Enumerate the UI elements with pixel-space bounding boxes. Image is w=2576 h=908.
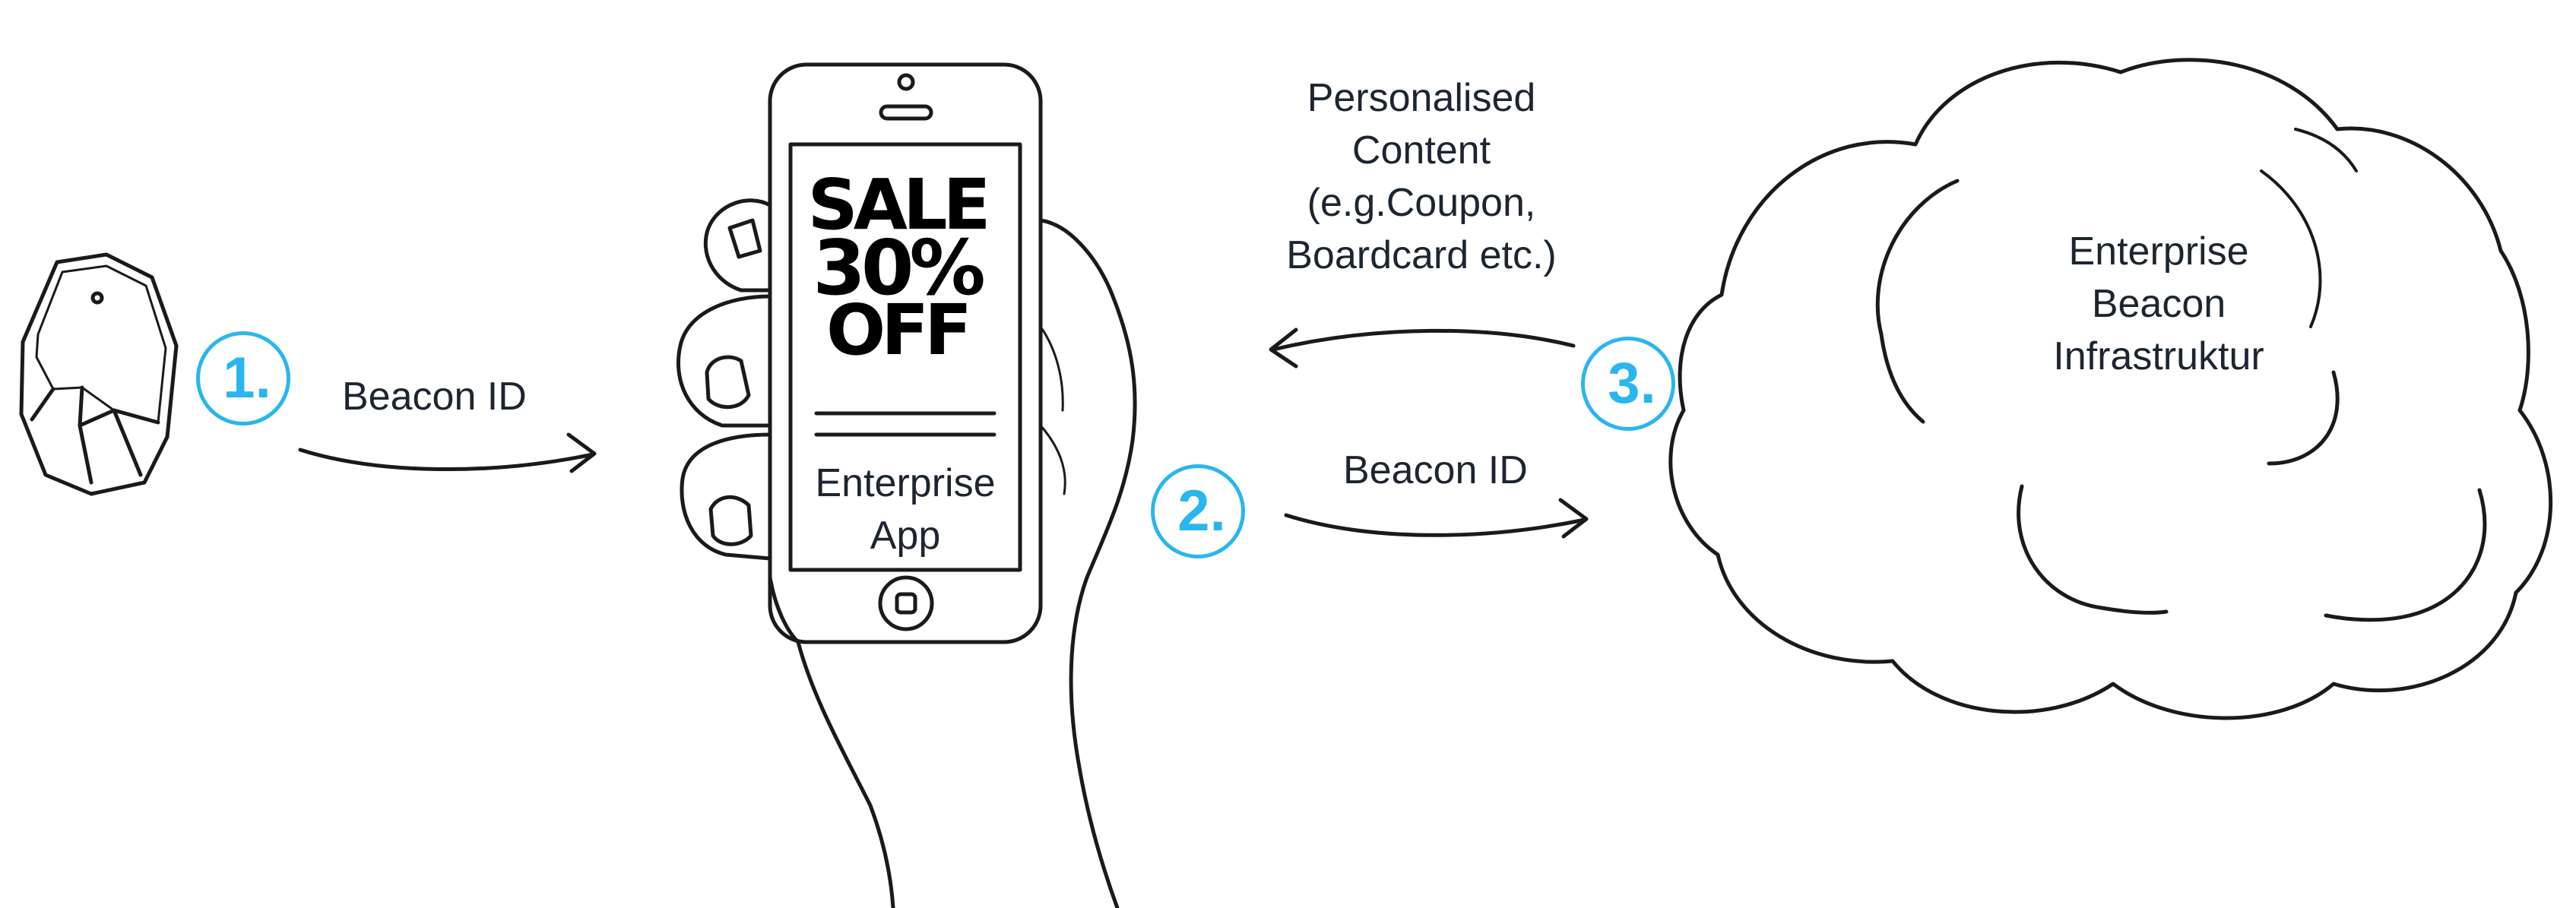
sale-text-line-1: SALE <box>807 164 991 245</box>
cloud-icon <box>1668 58 2553 720</box>
arrow-left-icon <box>1269 327 1576 369</box>
step-2-badge: 2. <box>1151 464 1245 558</box>
sale-text-line-3: OFF <box>826 289 972 371</box>
enterprise-beacon-infrastructure-label: Enterprise Beacon Infrastruktur <box>1969 226 2349 383</box>
beacon-id-label-1: Beacon ID <box>342 375 527 419</box>
personalised-content-label: Personalised Content (e.g.Coupon, Boardc… <box>1224 72 1619 282</box>
sale-text-line-2: 30% <box>813 223 985 312</box>
beacon-id-label-2: Beacon ID <box>1343 448 1528 492</box>
infrastructure-line-3: Infrastruktur <box>2053 334 2264 378</box>
arrow-right-icon <box>1284 498 1589 539</box>
infrastructure-line-1: Enterprise <box>2068 229 2249 274</box>
step-1-number: 1. <box>223 346 271 410</box>
hand-holding-phone-icon <box>676 62 1137 908</box>
personalised-content-line-4: Boardcard etc.) <box>1286 233 1557 277</box>
infrastructure-line-2: Beacon <box>2091 282 2226 326</box>
step-2-number: 2. <box>1177 479 1226 543</box>
step-3-number: 3. <box>1608 351 1656 416</box>
personalised-content-line-1: Personalised <box>1307 76 1536 120</box>
personalised-content-line-2: Content <box>1351 128 1491 172</box>
step-1-badge: 1. <box>196 331 290 426</box>
personalised-content-line-3: (e.g.Coupon, <box>1307 181 1536 225</box>
arrow-right-icon <box>298 432 597 473</box>
step-3-badge: 3. <box>1581 337 1675 431</box>
enterprise-app-line-1: Enterprise <box>815 461 996 505</box>
enterprise-app-line-2: App <box>870 514 941 558</box>
enterprise-app-label: Enterprise App <box>791 457 1020 562</box>
beacon-icon <box>19 252 179 496</box>
